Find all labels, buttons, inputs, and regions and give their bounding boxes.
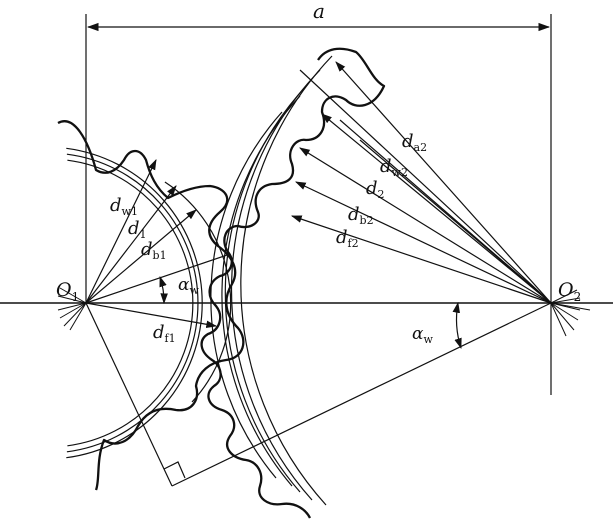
da2-line [335, 61, 552, 304]
df2-line [290, 215, 552, 304]
label-db1: db1 [141, 239, 167, 262]
gear-2-radial-lines [290, 61, 552, 304]
line-of-action-construction [85, 302, 552, 487]
gear-1-circle-outer [66, 147, 203, 459]
label-dw1: dw1 [110, 195, 138, 218]
extra-line-1 [299, 69, 552, 304]
label-dw2: dw2 [380, 156, 408, 179]
d2-line [299, 147, 552, 304]
alpha-arc-left [159, 275, 168, 305]
label-d2: d2 [366, 178, 385, 201]
line-of-action [85, 253, 231, 304]
label-d1: d1 [128, 218, 147, 241]
label-db2: db2 [348, 204, 374, 227]
pressure-angle-arcs [159, 275, 462, 350]
df1-line [85, 302, 218, 329]
pressure-angle-label-left: αw [178, 275, 199, 297]
label-df2: df2 [336, 227, 359, 250]
gear-2-outer-circle [230, 69, 321, 501]
label-df1: df1 [153, 322, 176, 345]
center-2-hatch [550, 289, 591, 337]
db1-line [85, 209, 197, 304]
gear-2-circles [210, 55, 333, 506]
gear-2-root-circle [210, 111, 283, 479]
gear-1-radial-lines [85, 159, 231, 329]
gear-2-tip-circle [240, 55, 333, 506]
db2-line [295, 181, 552, 304]
label-da2: da2 [402, 131, 427, 154]
dw1-line [85, 159, 157, 304]
gear-2-circle-b [221, 95, 301, 487]
right-angle-marker [163, 461, 186, 479]
dw2-line [321, 113, 552, 304]
alpha-arc-right [452, 301, 462, 350]
d1-line [85, 185, 177, 304]
gear-1-circles [66, 147, 232, 459]
center-1-label: O1 [56, 279, 79, 304]
center-1-hatch [57, 287, 87, 331]
gear-1-root-circle [164, 181, 232, 403]
gear-1-circle-mid [66, 153, 199, 453]
extra-line-3 [359, 139, 552, 304]
center-2-label: O2 [558, 279, 581, 304]
gear-1-circle-inner [67, 159, 194, 447]
pressure-angle-label-right: αw [412, 324, 433, 346]
center-distance-label: a [313, 0, 325, 23]
